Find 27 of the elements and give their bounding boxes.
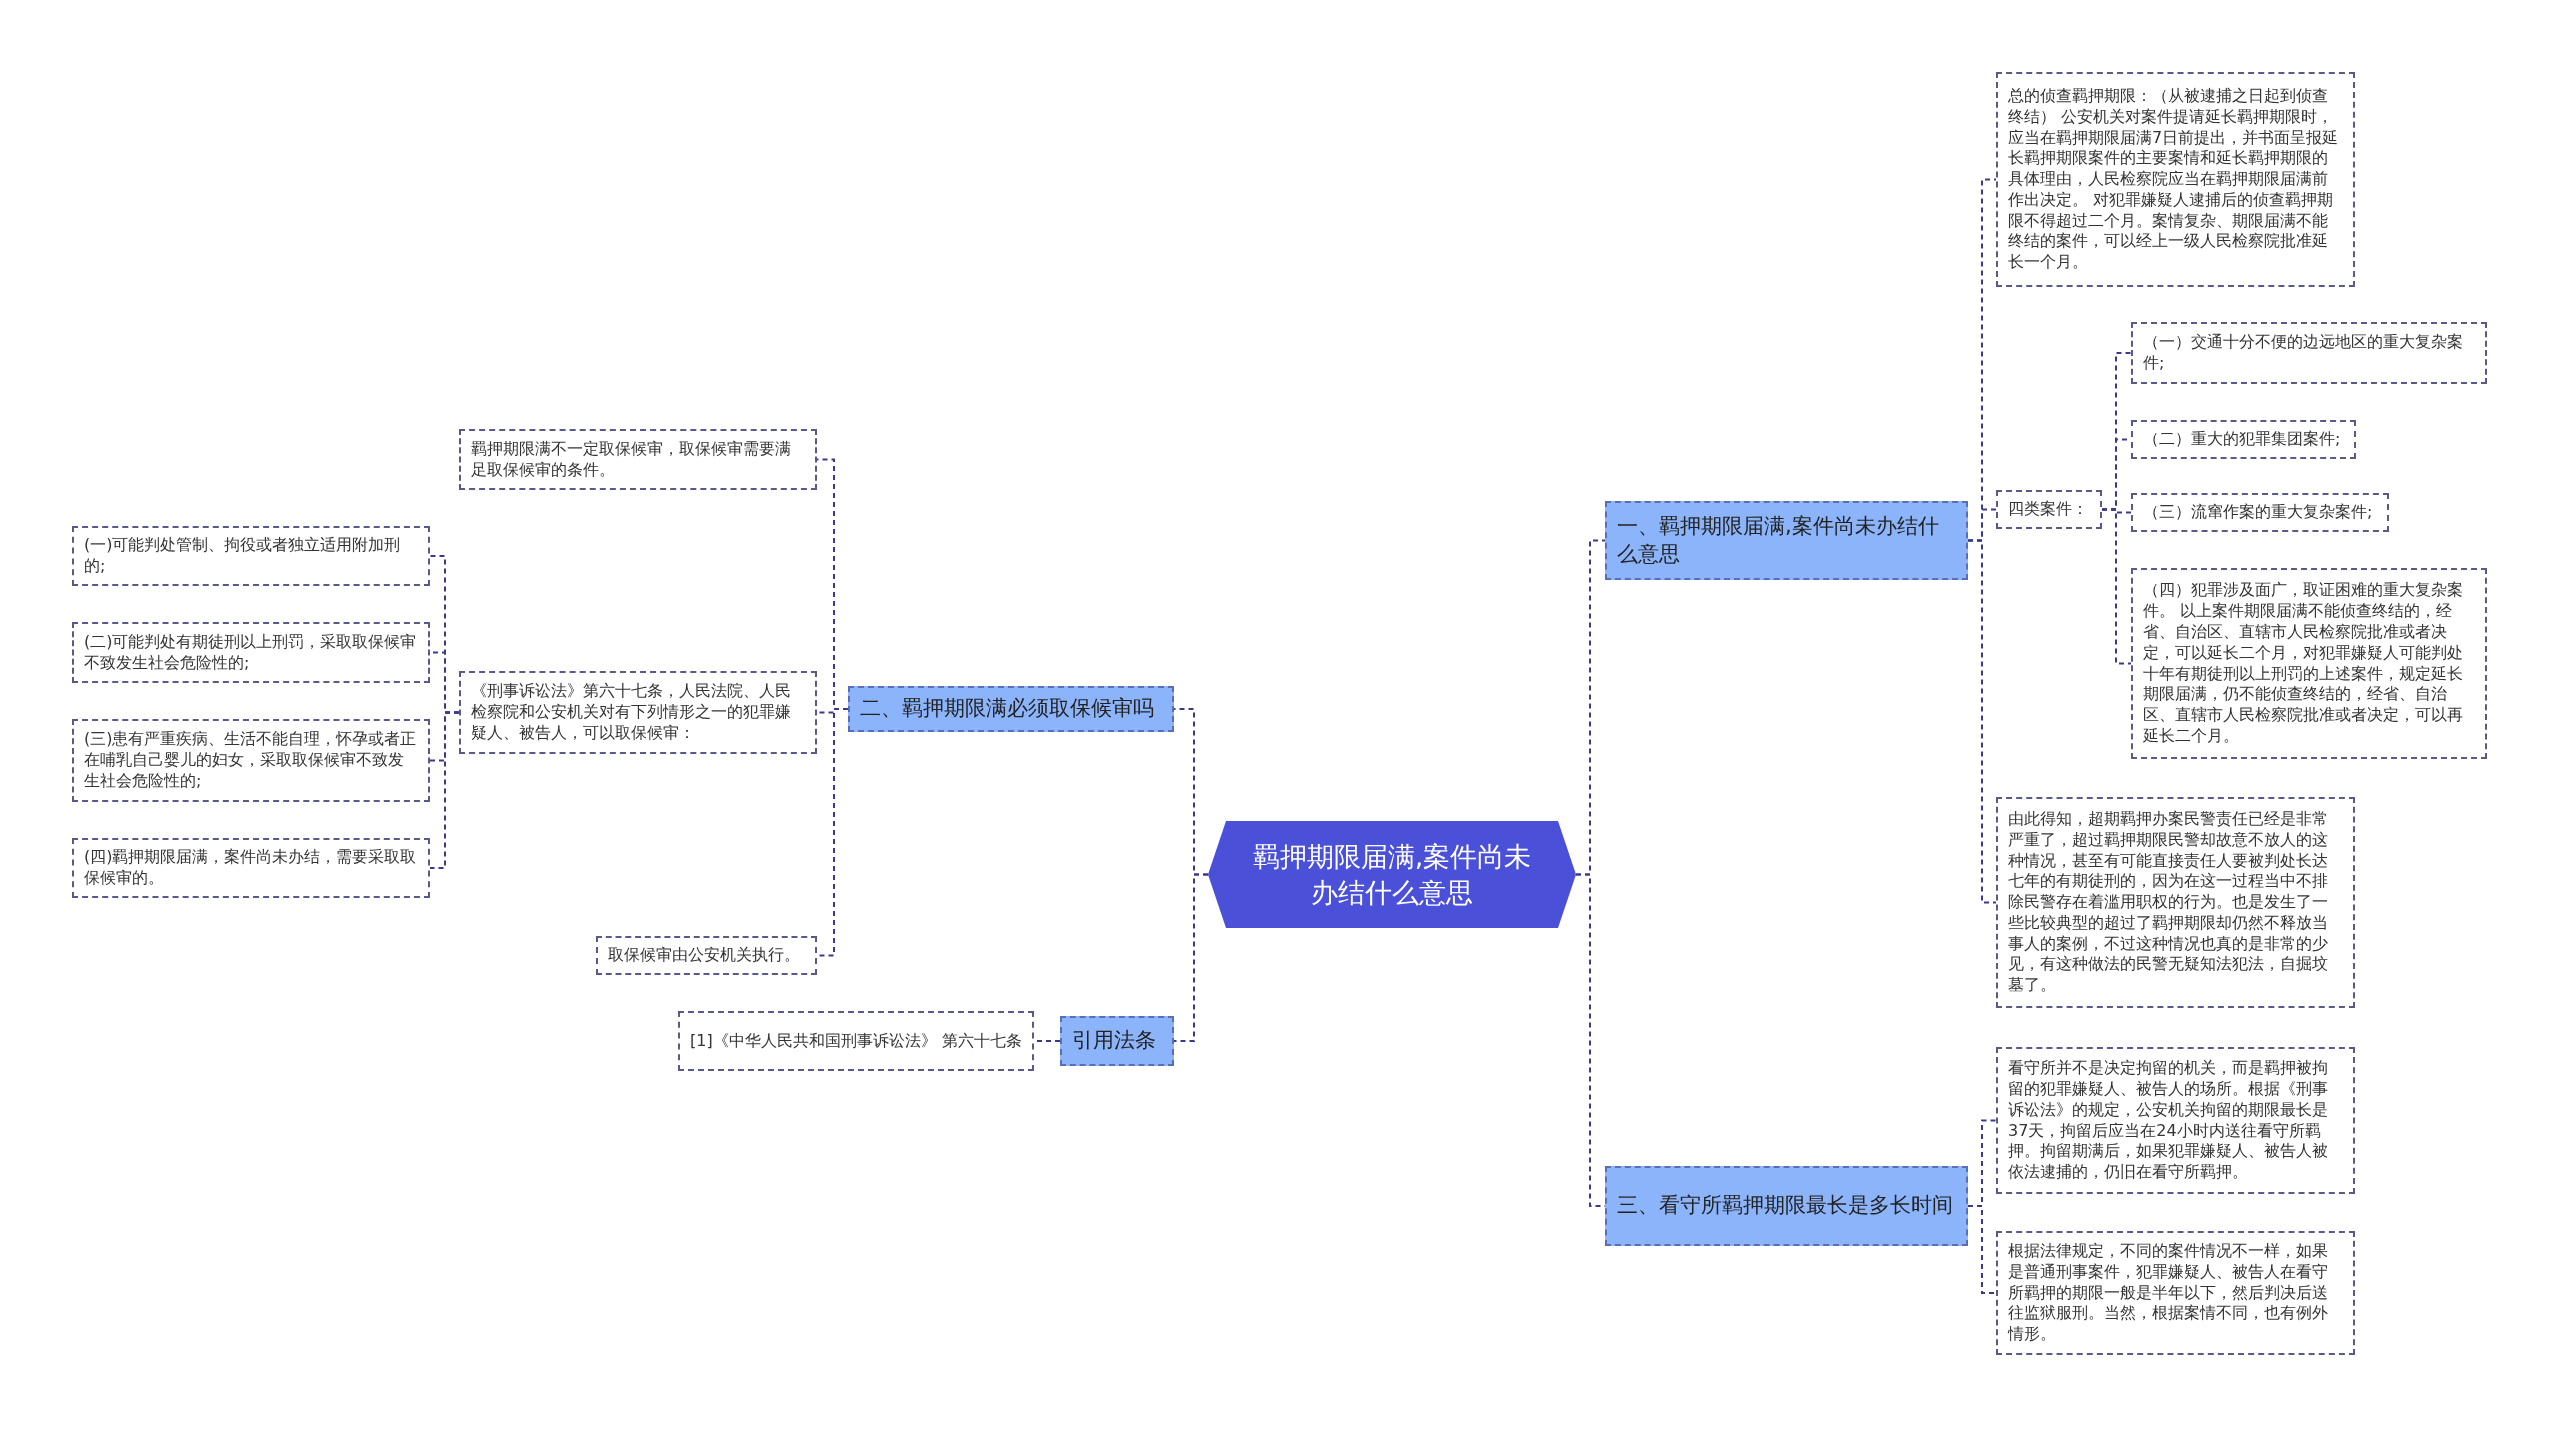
note-box: (一)可能判处管制、拘役或者独立适用附加刑的; <box>72 526 430 586</box>
connector-line <box>429 711 460 869</box>
connector-line <box>1173 873 1209 1042</box>
topic-box: 引用法条 <box>1060 1016 1174 1066</box>
note-box: 总的侦查羁押期限：（从被逮捕之日起到侦查终结） 公安机关对案件提请延长羁押期限时，应当在羁押期限届满7日前提出，并书面呈报延长羁押期限案件的主要案情和延长羁押期限的具体理由，人民检察院应当在羁押期限届满前作出决定。 对犯罪嫌疑人逮捕后的侦查羁押期限不得超过二个月。案情复杂、期限届满不能终结的案件，可以经上一级人民检察院批准延长一个月。 <box>1996 72 2355 287</box>
note-box: （三）流窜作案的重大复杂案件; <box>2131 493 2389 532</box>
central-topic-box: 羁押期限届满,案件尚未办结什么意思 <box>1208 821 1576 928</box>
note-box: （四）犯罪涉及面广，取证困难的重大复杂案件。 以上案件期限届满不能侦查终结的，经省、自治区、直辖市人民检察院批准或者决定，可以延长二个月，对犯罪嫌疑人可能判处十年有期徒刑以上刑罚的上述案件，规定延长期限届满，仍不能侦查终结的，经省、自治区、直辖市人民检察院批准或者决定，可以再延长二个月。 <box>2131 568 2487 759</box>
topic-box: 三、看守所羁押期限最长是多长时间 <box>1605 1166 1968 1246</box>
note-box: (四)羁押期限届满，案件尚未办结，需要采取取保候审的。 <box>72 838 430 898</box>
note-box: （二）重大的犯罪集团案件; <box>2131 420 2356 459</box>
note-box: (二)可能判处有期徒刑以上刑罚，采取取保候审不致发生社会危险性的; <box>72 622 430 683</box>
topic-box: 二、羁押期限满必须取保候审吗 <box>848 686 1174 732</box>
note-box: （一）交通十分不便的边远地区的重大复杂案件; <box>2131 322 2487 384</box>
note-box: (三)患有严重疾病、生活不能自理，怀孕或者正在哺乳自己婴儿的妇女，采取取保候审不致发生社会危险性的; <box>72 719 430 802</box>
connector-line <box>1967 539 1997 904</box>
note-box: 羁押期限满不一定取保候审，取保候审需要满足取保候审的条件。 <box>459 429 817 490</box>
connector-line <box>1967 1205 1997 1294</box>
note-box: 取保候审由公安机关执行。 <box>596 936 817 975</box>
connector-line <box>2101 508 2132 665</box>
note-box: 《刑事诉讼法》第六十七条，人民法院、人民检察院和公安机关对有下列情形之一的犯罪嫌疑人、被告人，可以取保候审： <box>459 671 817 754</box>
note-box: 根据法律规定，不同的案件情况不一样，如果是普通刑事案件，犯罪嫌疑人、被告人在看守所羁押的期限一般是半年以下，然后判决后送往监狱服刑。当然，根据案情不同，也有例外情形。 <box>1996 1231 2355 1355</box>
note-box: 四类案件： <box>1996 490 2102 529</box>
note-box: 看守所并不是决定拘留的机关，而是羁押被拘留的犯罪嫌疑人、被告人的场所。根据《刑事诉讼法》的规定，公安机关拘留的期限最长是37天，拘留后应当在24小时内送往看守所羁押。拘留期满后，如果犯罪嫌疑人、被告人被依法逮捕的，仍旧在看守所羁押。 <box>1996 1047 2355 1194</box>
note-box: 由此得知，超期羁押办案民警责任已经是非常严重了，超过羁押期限民警却故意不放人的这种情况，甚至有可能直接责任人要被判处长达七年的有期徒刑的，因为在这一过程当中不排除民警存在着滥用职权的行为。也是发生了一些比较典型的超过了羁押期限却仍然不释放当事人的案例，不过这种情况也真的是非常的少见，有这种做法的民警无疑知法犯法，自掘坟墓了。 <box>1996 797 2355 1008</box>
topic-box: 一、羁押期限届满,案件尚未办结什么意思 <box>1605 501 1968 580</box>
note-box: [1]《中华人民共和国刑事诉讼法》 第六十七条 <box>678 1011 1034 1071</box>
